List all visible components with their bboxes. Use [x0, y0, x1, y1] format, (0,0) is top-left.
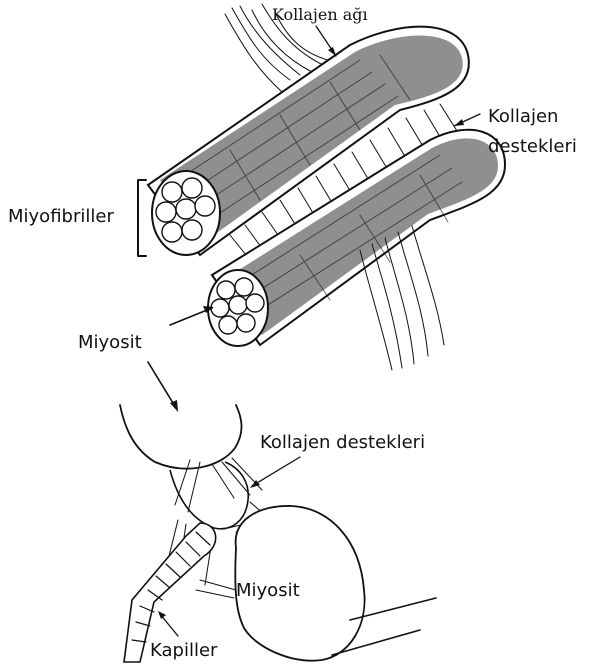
label-collagen-struts-bottom: Kollajen destekleri: [250, 432, 425, 488]
myofibril-bundle-end-bottom: [208, 270, 268, 346]
svg-text:Kollajen ağı: Kollajen ağı: [272, 5, 368, 24]
myofibril-bundle-end-top: [152, 171, 220, 255]
label-myocyte-bottom: Miyosit: [236, 580, 300, 601]
svg-text:Miyosit: Miyosit: [236, 580, 300, 601]
label-myocyte-top: Miyosit: [78, 306, 214, 412]
myocyte-middle: [170, 462, 248, 529]
svg-text:Kollajen: Kollajen: [488, 106, 558, 127]
label-myofibrils: Miyofibriller: [8, 180, 146, 256]
svg-text:Kapiller: Kapiller: [150, 640, 218, 661]
collagen-strands-lower: [360, 226, 444, 370]
myocyte-upper: [120, 405, 242, 469]
myofibrils-bracket: [138, 180, 146, 256]
svg-text:Kollajen destekleri: Kollajen destekleri: [260, 432, 425, 453]
svg-text:destekleri: destekleri: [488, 136, 577, 157]
label-capillary: Kapiller: [150, 611, 218, 661]
svg-text:Miyofibriller: Miyofibriller: [8, 206, 114, 227]
svg-text:Miyosit: Miyosit: [78, 332, 142, 353]
myofiber-bundle-illustration: [148, 4, 505, 370]
